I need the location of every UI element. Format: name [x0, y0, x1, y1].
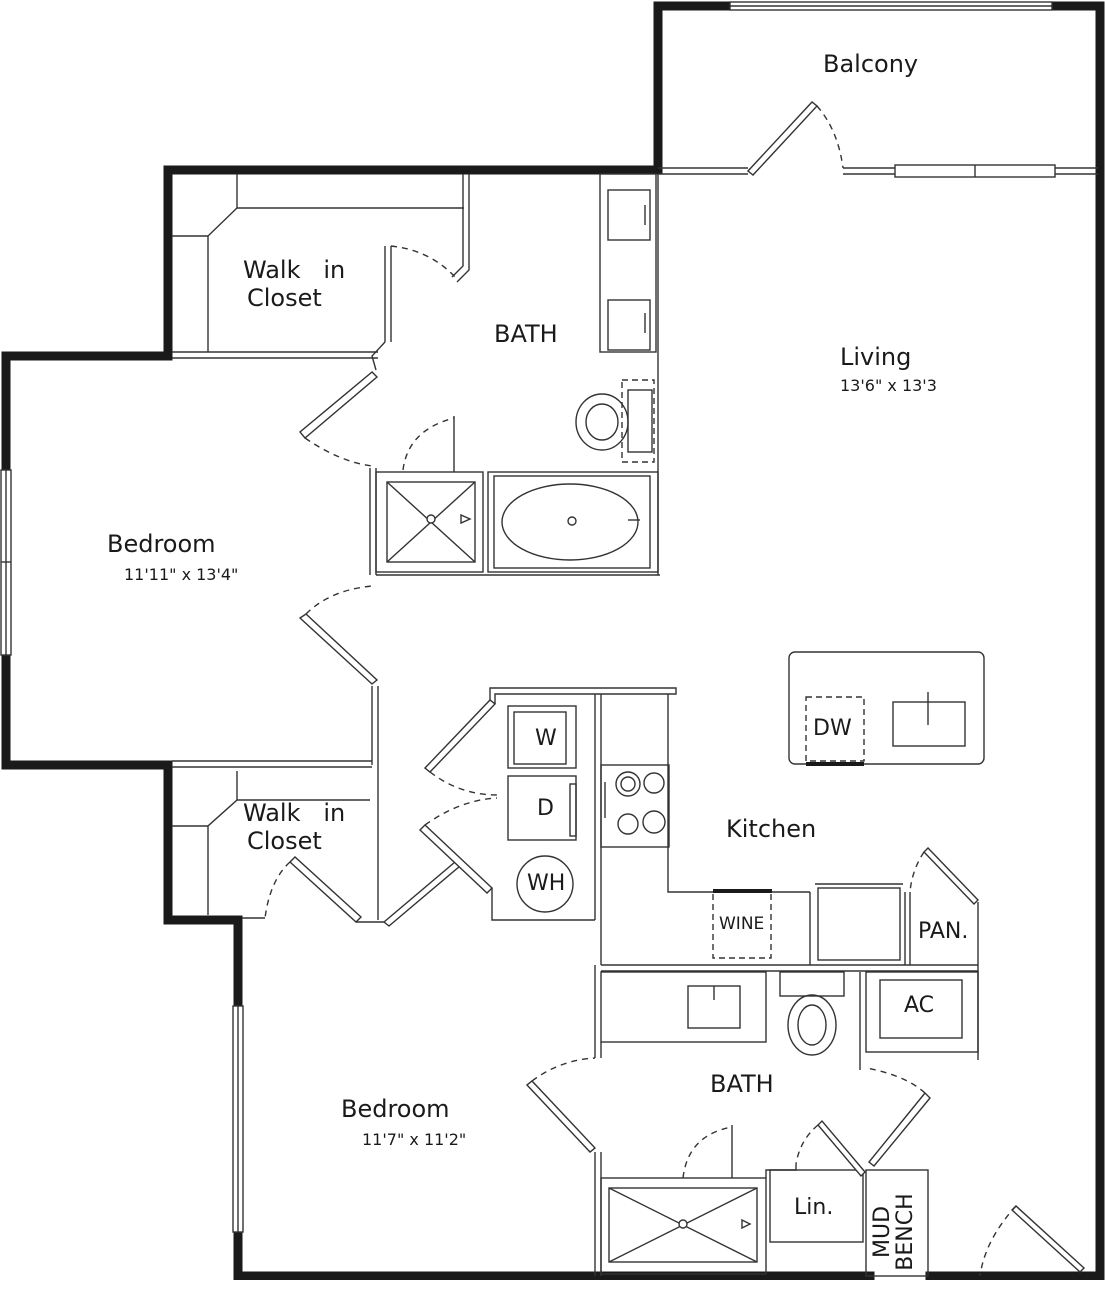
kitchen-fixtures [600, 651, 985, 1070]
bedroom-2-dimensions: 11'7" x 11'2" [362, 1130, 467, 1149]
second-bath-label: BATH [710, 1070, 774, 1098]
second-closet [172, 699, 498, 927]
mud-bench-label: MUD BENCH [870, 1173, 923, 1291]
living-label: Living [840, 343, 912, 371]
master-bath-label: BATH [494, 320, 558, 348]
dishwasher-label: DW [813, 716, 852, 741]
balcony-wall [658, 101, 1098, 176]
master-closet-label-line2: Closet [247, 284, 322, 312]
master-bath-fixtures [369, 173, 660, 576]
balcony-label: Balcony [823, 50, 919, 78]
dryer-label: D [537, 796, 554, 821]
washer-label: W [535, 726, 557, 751]
living-dimensions: 13'6" x 13'3 [840, 376, 937, 395]
laundry [489, 687, 677, 965]
bedroom-hall-wall [172, 585, 379, 920]
linen-label: Lin. [794, 1195, 834, 1220]
mud-bench-line1: MUD [870, 1205, 895, 1259]
kitchen-label: Kitchen [726, 815, 817, 843]
second-closet-label-line2: Closet [247, 827, 322, 855]
master-closet-label-line1: Walk in [243, 256, 346, 284]
pantry-label: PAN. [918, 919, 969, 944]
second-closet-label-line1: Walk in [243, 799, 346, 827]
wine-label: WINE [719, 914, 765, 934]
master-closet [172, 174, 470, 467]
bedroom-1-label: Bedroom [107, 530, 216, 558]
windows [0, 1, 1056, 1233]
bedroom-1-dimensions: 11'11" x 13'4" [124, 565, 239, 584]
second-bath [525, 965, 1086, 1277]
ac-label: AC [904, 993, 935, 1018]
water-heater-label: WH [527, 871, 566, 896]
mud-bench-line2: BENCH [893, 1193, 919, 1271]
bedroom-2-label: Bedroom [341, 1095, 450, 1123]
